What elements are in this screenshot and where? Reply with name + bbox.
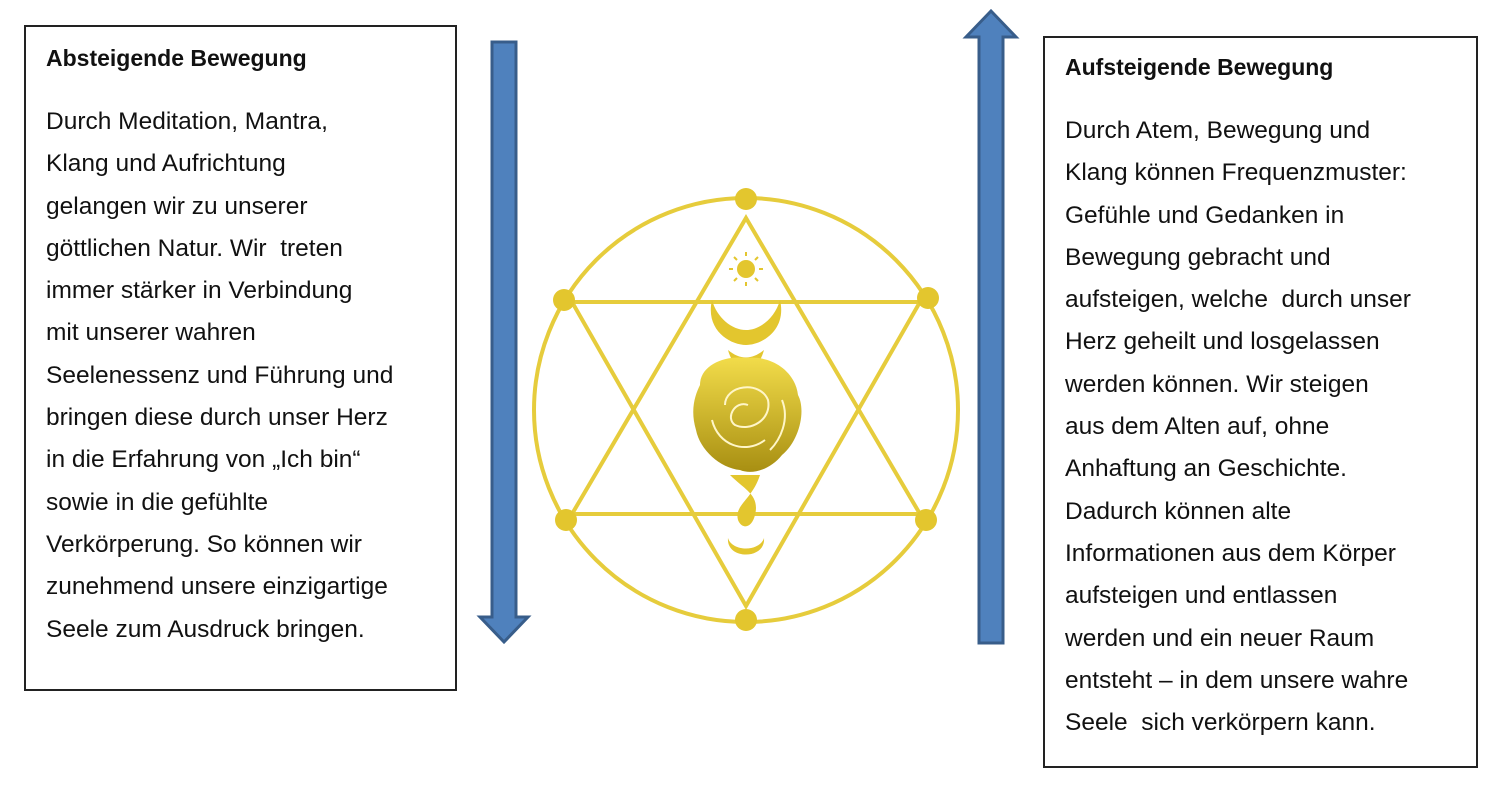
text-line: Klang und Aufrichtung — [46, 150, 286, 178]
text-line: Anhaftung an Geschichte. — [1065, 455, 1347, 483]
text-line: immer stärker in Verbindung — [46, 277, 353, 305]
text-line: Seele zum Ausdruck bringen. — [46, 615, 365, 643]
sun-icon — [737, 260, 755, 278]
text-line: aufsteigen, welche durch unser — [1065, 286, 1411, 314]
text-line: Herz geheilt und losgelassen — [1065, 328, 1380, 356]
panel-title: Aufsteigende Bewegung — [1065, 54, 1334, 80]
crescent-moon-icon — [727, 538, 765, 555]
text-line: Durch Meditation, Mantra, — [46, 108, 328, 135]
text-line: bringen diese durch unser Herz — [46, 404, 388, 432]
panel-body: Durch Meditation, Mantra, Klang und Aufri… — [46, 101, 455, 651]
text-line: Seele sich verkörpern kann. — [1065, 709, 1376, 737]
text-line: in die Erfahrung von „Ich bin“ — [46, 446, 361, 474]
text-line: zunehmend unsere einzigartige — [46, 573, 388, 601]
text-line: göttlichen Natur. Wir treten — [46, 234, 343, 262]
text-line: mit unserer wahren — [46, 319, 256, 347]
text-line: gelangen wir zu unserer — [46, 192, 308, 220]
panel-title: Absteigende Bewegung — [46, 45, 307, 71]
descending-movement-panel: Absteigende Bewegung Durch Meditation, M… — [24, 25, 457, 691]
arrow-up-icon — [962, 8, 1020, 645]
star-of-david-rose-symbol — [532, 188, 960, 631]
text-line: werden und ein neuer Raum — [1065, 624, 1375, 652]
text-line: werden können. Wir steigen — [1065, 370, 1369, 398]
text-line: aus dem Alten auf, ohne — [1065, 413, 1330, 441]
text-line: Bewegung gebracht und — [1065, 243, 1331, 271]
text-line: Durch Atem, Bewegung und — [1065, 117, 1371, 144]
ascending-movement-panel: Aufsteigende Bewegung Durch Atem, Bewegu… — [1043, 36, 1478, 768]
text-line: Gefühle und Gedanken in — [1065, 201, 1345, 229]
text-line: Seelenessenz und Führung und — [46, 361, 394, 389]
text-line: aufsteigen und entlassen — [1065, 582, 1338, 610]
text-line: Verkörperung. So können wir — [46, 530, 362, 558]
text-line: Klang können Frequenzmuster: — [1065, 159, 1407, 187]
text-line: sowie in die gefühlte — [46, 488, 269, 516]
text-line: Dadurch können alte — [1065, 497, 1292, 525]
text-line: Informationen aus dem Körper — [1065, 539, 1396, 567]
text-line: entsteht – in dem unsere wahre — [1065, 666, 1409, 694]
arrow-down-icon — [476, 40, 532, 645]
rose-icon — [693, 357, 802, 472]
